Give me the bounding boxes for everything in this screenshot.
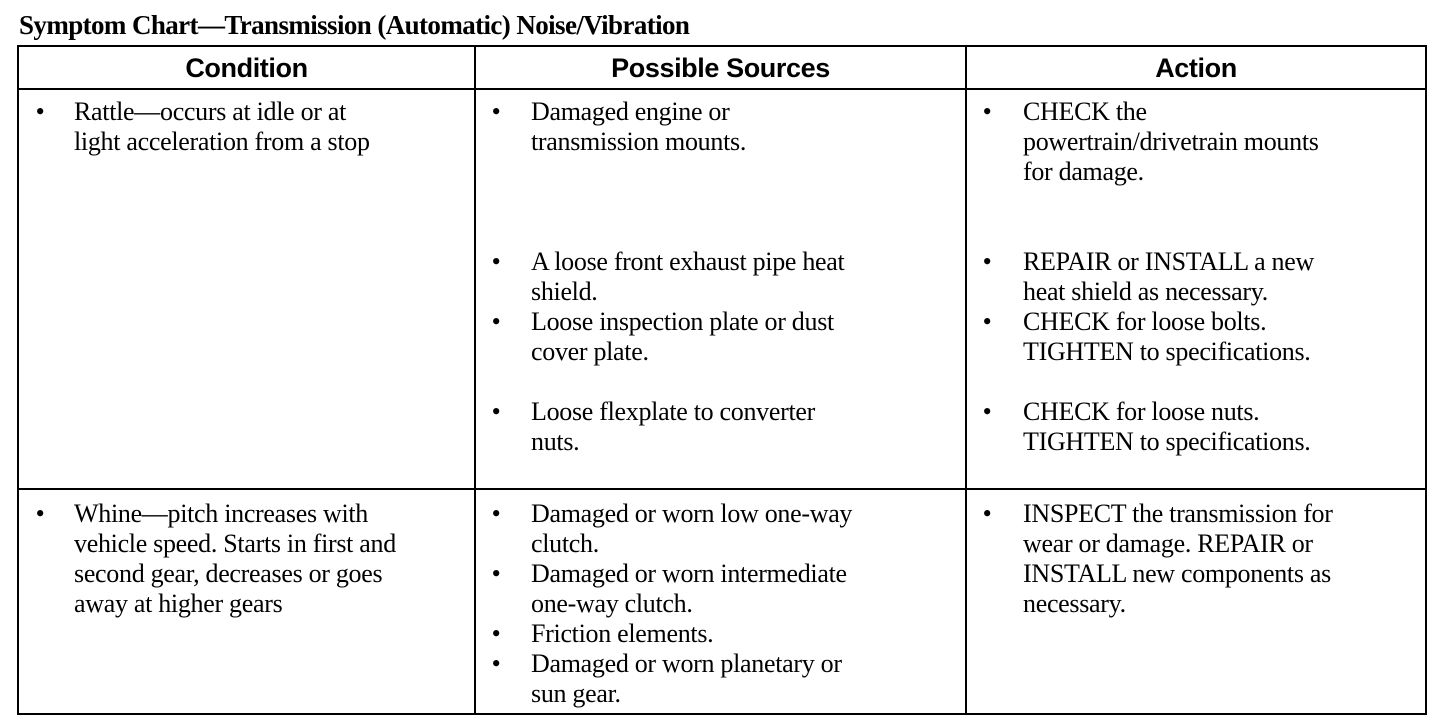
condition-text: Rattle—occurs at idle or at light accele… bbox=[74, 97, 370, 156]
bullet: • bbox=[35, 97, 45, 126]
bullet: • bbox=[491, 559, 501, 588]
action-text: REPAIR or INSTALL a new heat shield as n… bbox=[1023, 247, 1314, 306]
row-divider bbox=[19, 488, 1425, 490]
source-text: Damaged or worn planetary or sun gear. bbox=[531, 649, 842, 708]
bullet: • bbox=[491, 499, 501, 528]
bullet: • bbox=[35, 499, 45, 528]
header-possible-sources: Possible Sources bbox=[611, 53, 830, 83]
header-condition: Condition bbox=[185, 53, 308, 83]
bullet: • bbox=[491, 397, 501, 426]
source-text: Friction elements. bbox=[531, 619, 714, 648]
header-action: Action bbox=[1155, 53, 1237, 83]
action-text: CHECK for loose nuts. TIGHTEN to specifi… bbox=[1023, 397, 1311, 456]
column-divider bbox=[474, 47, 476, 713]
source-text: A loose front exhaust pipe heat shield. bbox=[531, 247, 845, 306]
header-divider bbox=[19, 88, 1425, 90]
action-text: INSPECT the transmission for wear or dam… bbox=[1023, 499, 1333, 618]
bullet: • bbox=[491, 247, 501, 276]
source-text: Loose inspection plate or dust cover pla… bbox=[531, 307, 834, 366]
source-text: Damaged or worn low one-way clutch. bbox=[531, 499, 853, 558]
column-divider bbox=[965, 47, 967, 713]
bullet: • bbox=[982, 97, 992, 126]
bullet: • bbox=[982, 499, 992, 528]
bullet: • bbox=[491, 97, 501, 126]
action-text: CHECK the powertrain/drivetrain mounts f… bbox=[1023, 97, 1319, 186]
symptom-chart-table: Condition Possible Sources Action • Ratt… bbox=[17, 45, 1427, 715]
page-title: Symptom Chart—Transmission (Automatic) N… bbox=[19, 10, 690, 40]
source-text: Damaged or worn intermediate one-way clu… bbox=[531, 559, 847, 618]
action-text: CHECK for loose bolts. TIGHTEN to specif… bbox=[1023, 307, 1311, 366]
bullet: • bbox=[982, 397, 992, 426]
source-text: Damaged engine or transmission mounts. bbox=[531, 97, 747, 156]
source-text: Loose flexplate to converter nuts. bbox=[531, 397, 815, 456]
bullet: • bbox=[982, 247, 992, 276]
bullet: • bbox=[491, 649, 501, 678]
bullet: • bbox=[491, 307, 501, 336]
condition-text: Whine—pitch increases with vehicle speed… bbox=[74, 499, 396, 618]
bullet: • bbox=[491, 619, 501, 648]
bullet: • bbox=[982, 307, 992, 336]
